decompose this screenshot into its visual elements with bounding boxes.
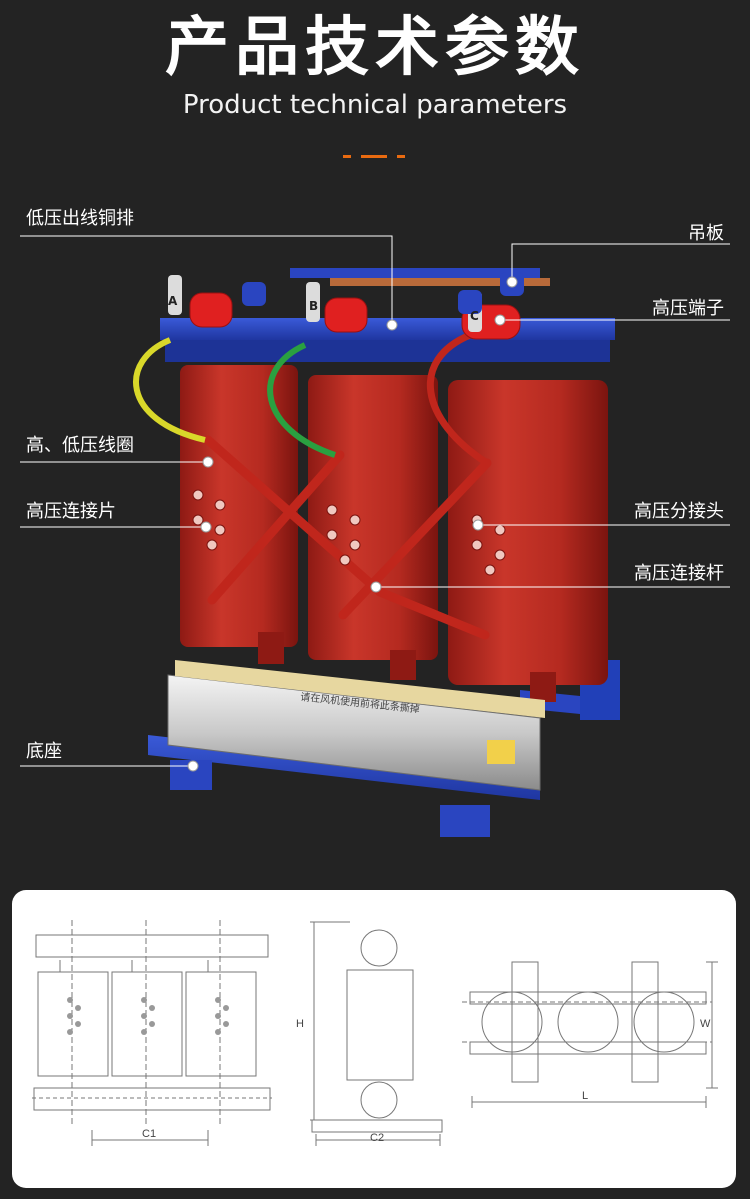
callout-hv-terminal: 高压端子 — [652, 298, 724, 319]
callout-coil: 高、低压线圈 — [26, 435, 134, 456]
coil-label-a: A — [168, 294, 178, 308]
callout-dots — [187, 276, 518, 772]
dim-l: L — [582, 1090, 589, 1102]
coil-label-c: C — [470, 309, 479, 323]
dim-c2: C2 — [370, 1132, 385, 1144]
dim-h: H — [296, 1018, 304, 1030]
callout-hv-link-plate: 高压连接片 — [26, 501, 116, 522]
coil-a — [180, 365, 298, 664]
coil-b — [308, 375, 438, 680]
callout-lv-copper-bar: 低压出线铜排 — [26, 208, 134, 229]
page-subtitle: Product technical parameters — [182, 90, 568, 120]
callout-lines — [20, 235, 730, 767]
callout-hv-connecting-rod: 高压连接杆 — [634, 563, 724, 584]
dim-c1: C1 — [142, 1128, 157, 1140]
coil-c — [448, 380, 608, 702]
side-view — [310, 921, 443, 1146]
callout-hv-tap: 高压分接头 — [634, 501, 724, 522]
lead-wire-a — [133, 337, 206, 443]
lead-wire-b — [267, 342, 336, 458]
base-frame — [148, 660, 620, 837]
front-view-taps — [67, 997, 229, 1035]
callout-base: 底座 — [26, 741, 62, 762]
coil-label-b: B — [309, 299, 318, 313]
hv-connecting-rods — [203, 435, 492, 640]
transformer-illustration: 请在风机使用前将此条撕掉 A B C — [20, 235, 730, 837]
dim-w: W — [700, 1018, 711, 1030]
front-view — [32, 920, 272, 1146]
callout-lifting-plate: 吊板 — [688, 223, 724, 244]
top-view — [462, 961, 718, 1108]
page-title: 产品技术参数 — [165, 11, 585, 85]
lead-wire-c — [426, 331, 489, 466]
cooling-fan: 请在风机使用前将此条撕掉 — [167, 660, 545, 791]
dimension-drawings — [32, 920, 718, 1146]
dimension-drawing-panel: C1 H C2 W L — [12, 890, 736, 1188]
